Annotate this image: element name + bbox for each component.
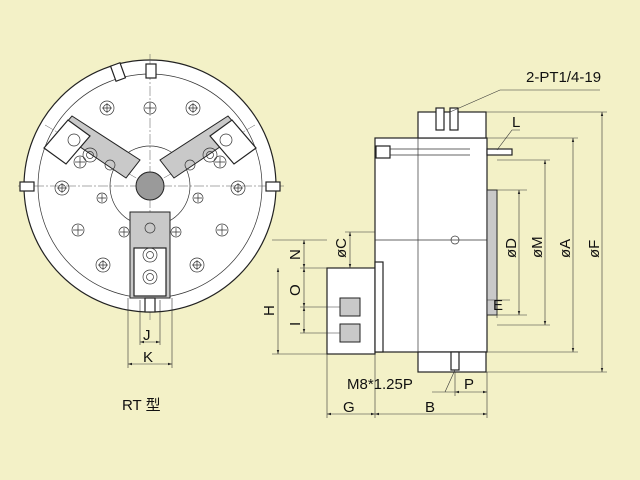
dim-label-a: øA [557, 239, 574, 258]
jaw-top-right [159, 115, 257, 179]
bolt-holes [54, 100, 246, 273]
center-bore [135, 171, 165, 201]
dim-l-leader [496, 129, 520, 151]
thread-label: M8*1.25P [347, 376, 413, 393]
dim-label-h: H [261, 305, 278, 316]
thread-leader [444, 369, 456, 393]
port-label: 2-PT1/4-19 [526, 69, 601, 86]
dim-label-p: P [464, 376, 474, 393]
dim-label-m: øM [529, 236, 546, 258]
side-jaw-insert-bottom [339, 323, 361, 343]
side-view [272, 89, 607, 418]
dim-label-i: I [287, 322, 304, 326]
dim-label-n: N [287, 249, 304, 260]
side-jaw-insert-top [339, 297, 361, 317]
side-port-2 [449, 107, 459, 131]
dim-label-j: J [143, 327, 151, 344]
jaw-bottom [129, 211, 171, 299]
dim-label-d: øD [503, 238, 520, 258]
dim-label-k: K [143, 349, 153, 366]
dim-label-o: O [287, 284, 304, 296]
side-port-1 [435, 107, 445, 131]
side-bottom-thread [450, 351, 460, 371]
dim-label-b: B [425, 399, 435, 416]
dim-label-l: L [512, 114, 520, 131]
jaw-top-left [43, 115, 141, 179]
side-jaw-rail [374, 261, 384, 353]
front-view [18, 54, 285, 368]
left-stud [19, 181, 35, 192]
top-stud [145, 63, 157, 79]
dim-label-e: E [493, 297, 503, 314]
dim-label-c: øC [333, 238, 350, 258]
bottom-stud [144, 297, 156, 313]
side-pin [486, 148, 513, 156]
port-leader [449, 89, 600, 113]
top-port [109, 62, 127, 82]
dim-label-g: G [343, 399, 355, 416]
side-bolt-head [375, 145, 391, 159]
side-center-hole [450, 235, 460, 245]
right-stud [265, 181, 281, 192]
dim-label-f: øF [586, 240, 603, 258]
model-label: RT 型 [122, 397, 161, 414]
side-body [374, 137, 488, 353]
